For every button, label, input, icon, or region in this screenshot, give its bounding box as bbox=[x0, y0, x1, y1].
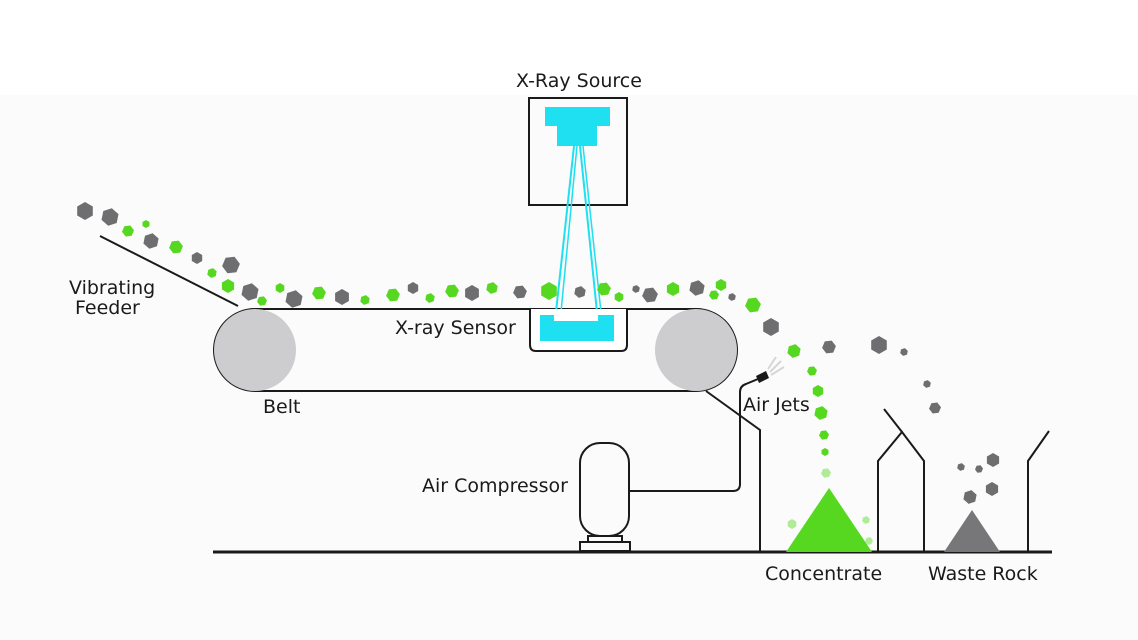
ore-particle bbox=[541, 282, 557, 300]
air-jets-label: Air Jets bbox=[743, 394, 810, 416]
waste-rock-particle bbox=[513, 285, 527, 299]
waste-rock-particle bbox=[101, 208, 119, 226]
concentrate-pile bbox=[786, 488, 872, 552]
left-pulley bbox=[214, 309, 296, 391]
ore-particle bbox=[169, 240, 183, 254]
xray-source-box bbox=[528, 97, 628, 206]
air-hose bbox=[629, 378, 759, 492]
divider-wall-peak bbox=[883, 408, 903, 433]
ore-particle bbox=[787, 344, 801, 358]
waste-rock-particle bbox=[689, 280, 705, 296]
xray-sensor bbox=[540, 315, 614, 341]
ore-particle bbox=[142, 220, 150, 228]
waste-rock-particle bbox=[465, 285, 479, 301]
waste-rock-particle bbox=[822, 340, 836, 354]
waste-rock-particle bbox=[986, 453, 1000, 467]
ore-particle bbox=[814, 406, 828, 420]
belt-label: Belt bbox=[263, 396, 301, 418]
ore-particle bbox=[445, 284, 459, 298]
xray-emitter bbox=[545, 107, 610, 146]
waste-rock-particle bbox=[143, 233, 159, 249]
waste-rock-particle bbox=[763, 318, 779, 336]
ore-particle bbox=[614, 292, 624, 302]
waste-rock-particle bbox=[222, 256, 240, 274]
waste-rock-particle bbox=[407, 282, 419, 294]
waste-rock-particle bbox=[241, 283, 259, 301]
waste-rock-particle bbox=[900, 348, 908, 356]
discharge-chute bbox=[705, 390, 761, 552]
air-jet-spray-2 bbox=[770, 366, 785, 376]
air-jet-spray-1 bbox=[769, 360, 782, 373]
vibrating-feeder-label-line2: Feeder bbox=[75, 297, 140, 319]
waste-rock-particle bbox=[642, 287, 658, 303]
right-pulley bbox=[655, 309, 737, 391]
xray-beam-left-2 bbox=[560, 145, 578, 313]
ore-particle bbox=[257, 296, 267, 306]
ore-particle bbox=[787, 519, 797, 529]
air-compressor-base bbox=[579, 541, 631, 552]
air-jet-spray-3 bbox=[767, 356, 777, 370]
waste-rock-particle bbox=[975, 465, 983, 473]
ore-particles bbox=[77, 202, 1000, 545]
ore-particle bbox=[862, 516, 870, 524]
xray-sensor-label: X-ray Sensor bbox=[395, 317, 516, 339]
ore-particle bbox=[360, 295, 370, 305]
waste-rock-particle bbox=[728, 293, 736, 301]
waste-rock-particle bbox=[963, 490, 977, 504]
air-compressor-label: Air Compressor bbox=[422, 475, 568, 497]
ore-particle bbox=[745, 297, 761, 313]
waste-rock-label: Waste Rock bbox=[928, 563, 1038, 585]
ore-particle bbox=[819, 430, 829, 440]
waste-rock-particle bbox=[285, 290, 303, 308]
waste-rock-particle bbox=[335, 289, 349, 305]
air-jet-nozzle bbox=[756, 371, 769, 383]
ore-particle bbox=[709, 290, 719, 300]
waste-rock-particle bbox=[191, 252, 203, 264]
ore-particle bbox=[821, 468, 831, 478]
vibrating-feeder-label-line1: Vibrating bbox=[69, 277, 156, 299]
xray-source-label: X-Ray Source bbox=[516, 70, 642, 92]
waste-rock-pile bbox=[944, 510, 1000, 552]
ore-particle bbox=[312, 286, 326, 300]
ore-particle bbox=[865, 537, 873, 545]
concentrate-label: Concentrate bbox=[765, 563, 883, 585]
waste-rock-particle bbox=[957, 463, 965, 471]
ore-particle bbox=[597, 282, 611, 296]
xray-beam-right bbox=[579, 145, 598, 313]
waste-rock-particle bbox=[929, 402, 941, 414]
waste-rock-particle bbox=[871, 336, 887, 354]
ore-particle bbox=[807, 366, 817, 376]
ore-particle bbox=[221, 279, 235, 293]
waste-bin-wall bbox=[1027, 430, 1050, 552]
vibrating-feeder-chute bbox=[99, 235, 239, 307]
ore-particle bbox=[207, 268, 217, 278]
ore-particle bbox=[122, 225, 134, 237]
waste-rock-particle bbox=[632, 285, 640, 293]
xray-beam-right-2 bbox=[582, 145, 602, 313]
ore-particle bbox=[275, 283, 285, 293]
waste-rock-particle bbox=[77, 202, 93, 220]
ore-particle bbox=[715, 279, 727, 291]
air-compressor-tank bbox=[579, 442, 630, 537]
waste-rock-particle bbox=[923, 380, 931, 388]
ore-particle bbox=[821, 448, 829, 456]
waste-rock-particle bbox=[574, 286, 586, 298]
xray-beam-left bbox=[555, 145, 575, 313]
ore-particle bbox=[425, 293, 435, 303]
divider-wall bbox=[877, 430, 925, 552]
ore-particle bbox=[812, 385, 824, 397]
ore-particle bbox=[666, 282, 680, 296]
ore-particle bbox=[386, 288, 400, 302]
waste-rock-particle bbox=[985, 482, 999, 496]
ore-particle bbox=[486, 282, 498, 294]
